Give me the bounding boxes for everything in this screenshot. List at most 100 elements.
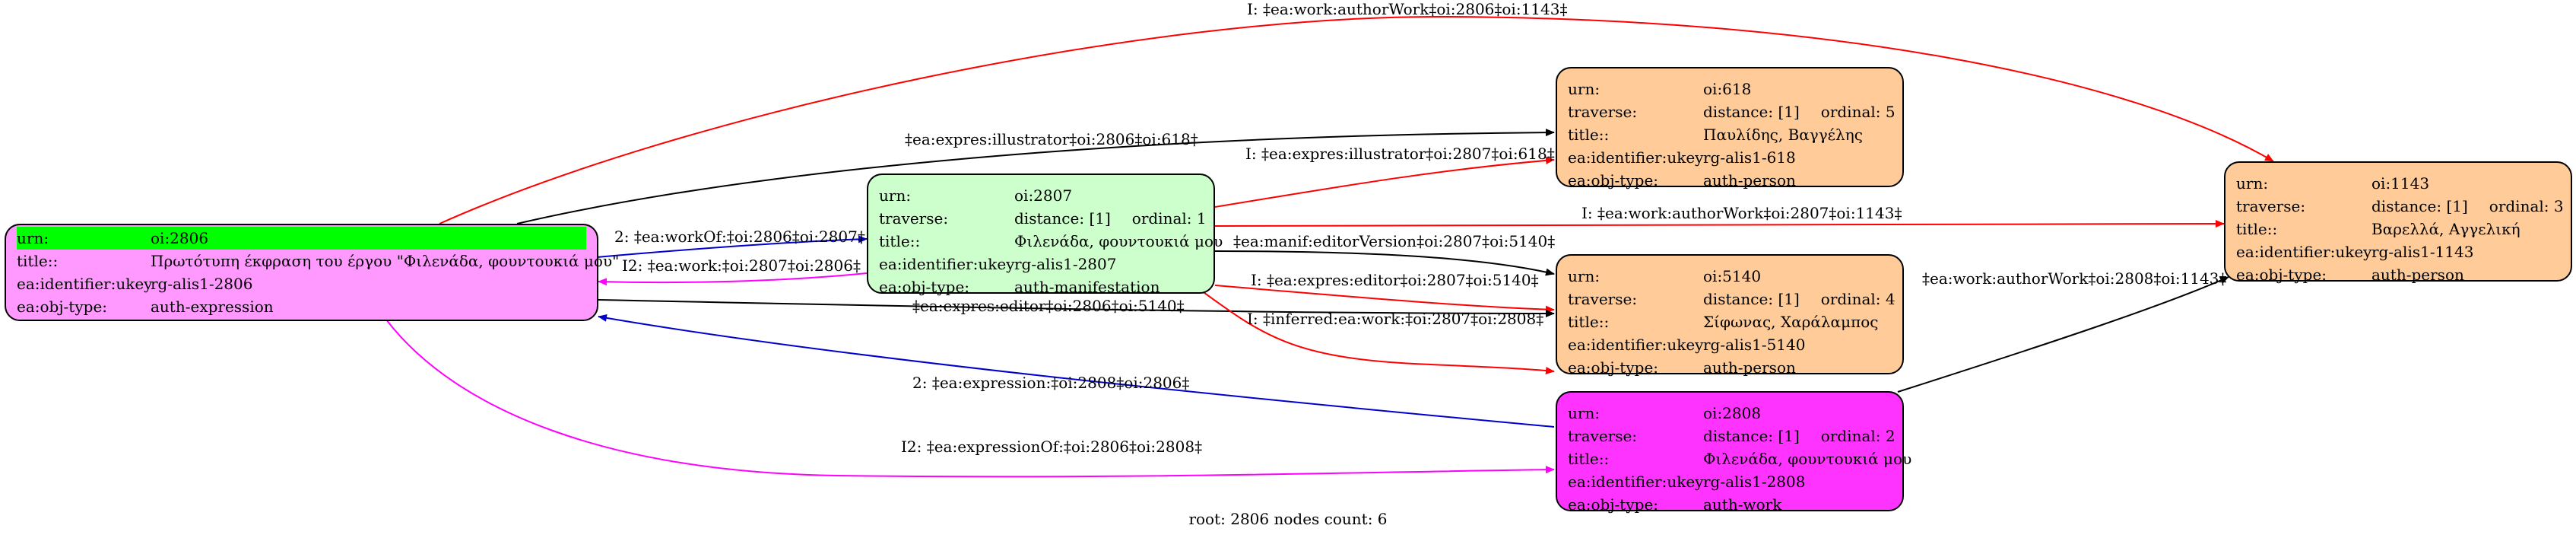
title-value: Φιλενάδα, φουντουκιά μου	[1014, 232, 1223, 250]
ukey-key: ea:identifier:ukey	[17, 275, 153, 293]
type-key: ea:obj-type:	[17, 298, 108, 316]
title-key: title::	[2236, 220, 2278, 238]
node-1143-ukey-row: ea:identifier:ukey rg-alis1-1143	[2236, 240, 2560, 263]
node-2807-type-row: ea:obj-type: auth-manifestation	[879, 275, 1203, 298]
node-618-title-row: title:: Παυλίδης, Βαγγέλης	[1568, 123, 1892, 146]
node-618-type-row: ea:obj-type: auth-person	[1568, 169, 1892, 192]
urn-value: oi:2806	[151, 229, 209, 247]
node-5140-traverse-row: traverse: distance: [1]ordinal: 4	[1568, 288, 1896, 310]
node-2808-ukey-row: ea:identifier:ukey rg-alis1-2808	[1568, 470, 1892, 493]
ukey-key: ea:identifier:ukey	[1568, 148, 1704, 167]
edge-label-e13: ‡ea:work:authorWork‡oi:2808‡oi:1143‡	[1922, 269, 2226, 288]
node-2808[interactable]: urn: oi:2808 traverse: distance: [1]ordi…	[1556, 391, 1911, 514]
edge-2806-5140-editor	[598, 299, 1555, 317]
node-2808-traverse-row: traverse: distance: [1]ordinal: 2	[1568, 425, 1896, 447]
type-key: ea:obj-type:	[1568, 171, 1659, 189]
edge-label-e2: ‡ea:expres:illustrator‡oi:2806‡oi:618‡	[905, 130, 1198, 148]
traverse-value: distance: [1]ordinal: 2	[1703, 425, 1896, 447]
node-618-ukey-row: ea:identifier:ukey rg-alis1-618	[1568, 146, 1892, 169]
node-618-urn-row: urn: oi:618	[1568, 78, 1892, 100]
node-2806-title-row: title:: Πρωτότυπη έκφραση του έργου "Φιλ…	[17, 250, 619, 272]
type-value: auth-work	[1703, 495, 1782, 514]
edge-label-e4: 2: ‡ea:workOf:‡oi:2806‡oi:2807‡	[614, 228, 865, 246]
ordinal-value: ordinal: 2	[1820, 427, 1896, 445]
node-2807-traverse-row: traverse: distance: [1]ordinal: 1	[879, 207, 1207, 230]
ukey-key: ea:identifier:ukey	[1568, 336, 1704, 354]
urn-key: urn:	[2236, 174, 2269, 193]
type-value: auth-person	[1703, 358, 1796, 377]
traverse-key: traverse:	[1568, 427, 1638, 445]
type-key: ea:obj-type:	[1568, 358, 1659, 377]
urn-key: urn:	[879, 186, 912, 205]
ukey-key: ea:identifier:ukey	[879, 255, 1015, 273]
node-1143-title-row: title:: Βαρελλά, Αγγελική	[2236, 218, 2560, 240]
title-key: title::	[1568, 313, 1610, 331]
ordinal-value: ordinal: 3	[2489, 197, 2564, 215]
edge-label-e7: ‡ea:manif:editorVersion‡oi:2807‡oi:5140‡	[1233, 232, 1555, 250]
ordinal-value: ordinal: 4	[1820, 290, 1896, 308]
title-value: Σίφωνας, Χαράλαμπος	[1703, 313, 1879, 331]
title-key: title::	[1568, 126, 1610, 144]
traverse-key: traverse:	[879, 209, 949, 228]
ukey-key: ea:identifier:ukey	[1568, 473, 1704, 491]
traverse-key: traverse:	[1568, 103, 1638, 121]
node-1143-traverse-row: traverse: distance: [1]ordinal: 3	[2236, 195, 2564, 218]
edge-label-e5: I2: ‡ea:work:‡oi:2807‡oi:2806‡	[622, 256, 861, 275]
edge-2807-5140-editor	[1214, 285, 1555, 314]
node-618[interactable]: urn: oi:618 traverse: distance: [1] ordin…	[1556, 67, 1904, 189]
edge-2806-618-illustrator	[516, 129, 1555, 224]
node-2808-type-row: ea:obj-type: auth-work	[1568, 493, 1892, 516]
edge-2808-2806-expression	[598, 314, 1555, 428]
edge-2808-1143-authorwork	[1897, 276, 2229, 393]
type-key: ea:obj-type:	[1568, 495, 1659, 514]
distance-value: distance: [1]	[1703, 290, 1800, 308]
edge-2807-618-illustrator	[1214, 156, 1555, 208]
edge-label-e6: I: ‡ea:work:authorWork‡oi:2807‡oi:1143‡	[1581, 204, 1902, 222]
title-value: Παυλίδης, Βαγγέλης	[1703, 126, 1863, 144]
traverse-value: distance: [1]ordinal: 1	[1014, 207, 1207, 230]
node-2807[interactable]: urn: oi:2807 traverse: distance: [1]ordi…	[867, 173, 1223, 296]
node-5140-type-row: ea:obj-type: auth-person	[1568, 356, 1892, 379]
type-key: ea:obj-type:	[879, 278, 970, 296]
node-2806-urn-row: urn: oi:2806	[17, 227, 586, 250]
traverse-value: distance: [1]ordinal: 3	[2371, 195, 2564, 218]
urn-value: oi:5140	[1703, 267, 1762, 285]
urn-key: urn:	[1568, 267, 1600, 285]
node-2806-ukey-row: ea:identifier:ukey rg-alis1-2806	[17, 272, 586, 295]
urn-key: urn:	[1568, 80, 1600, 98]
edge-label-e12: I2: ‡ea:expressionOf:‡oi:2806‡oi:2808‡	[901, 438, 1202, 456]
node-618-traverse-row: traverse: distance: [1] ordinal: 5	[1568, 100, 1896, 123]
edge-2806-2807-workof	[596, 235, 868, 258]
urn-value: oi:1143	[2371, 174, 2430, 193]
node-2807-ukey-row: ea:identifier:ukey rg-alis1-2807	[879, 253, 1203, 275]
edge-label-e9: ‡ea:expres:editor‡oi:2806‡oi:5140‡	[912, 297, 1185, 315]
title-value: Βαρελλά, Αγγελική	[2371, 220, 2520, 238]
node-1143-urn-row: urn: oi:1143	[2236, 172, 2560, 195]
type-value: auth-person	[1703, 171, 1796, 189]
edge-label-e8: I: ‡ea:expres:editor‡oi:2807‡oi:5140‡	[1251, 271, 1539, 289]
edge-2807-2806-work	[598, 272, 868, 286]
node-1143[interactable]: urn: oi:1143 traverse: distance: [1]ordi…	[2224, 161, 2572, 284]
node-5140-title-row: title:: Σίφωνας, Χαράλαμπος	[1568, 310, 1892, 333]
edge-2807-1143-authorwork	[1214, 220, 2225, 228]
node-5140-ukey-row: ea:identifier:ukey rg-alis1-5140	[1568, 333, 1892, 356]
ordinal-value: ordinal: 1	[1131, 209, 1207, 228]
type-value: auth-expression	[151, 298, 274, 316]
title-value: Πρωτότυπη έκφραση του έργου "Φιλενάδα, φ…	[151, 252, 620, 270]
edge-label-e1: I: ‡ea:work:authorWork‡oi:2806‡oi:1143‡	[1247, 0, 1567, 18]
edge-label-e11: 2: ‡ea:expression:‡oi:2808‡oi:2806‡	[912, 374, 1189, 392]
ordinal-value: ordinal: 5	[1820, 103, 1896, 121]
node-1143-type-row: ea:obj-type: auth-person	[2236, 263, 2560, 286]
edge-2807-2808-inferred	[1201, 290, 1555, 374]
traverse-key: traverse:	[2236, 197, 2306, 215]
type-key: ea:obj-type:	[2236, 266, 2327, 284]
node-2807-title-row: title:: Φιλενάδα, φουντουκιά μου	[879, 230, 1223, 253]
distance-value: distance: [1]	[1703, 103, 1800, 121]
node-2806[interactable]: urn: oi:2806 title:: Πρωτότυπη έκφραση τ…	[5, 224, 619, 321]
type-value: auth-person	[2371, 266, 2464, 284]
node-5140[interactable]: urn: oi:5140 traverse: distance: [1]ordi…	[1556, 254, 1904, 377]
ukey-value: rg-alis1-1143	[2371, 243, 2474, 261]
ukey-value: rg-alis1-2806	[151, 275, 253, 293]
title-key: title::	[17, 252, 59, 270]
urn-key: urn:	[17, 229, 49, 247]
